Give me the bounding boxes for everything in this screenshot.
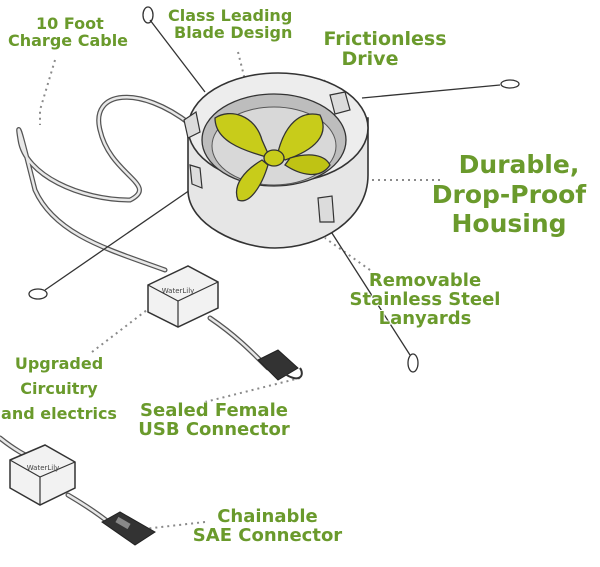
label-circuitry-line1: Upgraded [14, 354, 104, 373]
device-brand-upper: WaterLily [162, 287, 195, 295]
label-frictionless-line2: Drive [341, 47, 399, 70]
leader-usb [204, 377, 301, 403]
label-circuitry: Upgraded Circuitry and electrics [0, 352, 118, 426]
label-frictionless: Frictionless Drive [305, 28, 465, 70]
leader-circuitry [91, 299, 161, 353]
label-sae-line2: SAE Connector [192, 524, 343, 546]
turbine-blades [214, 113, 331, 202]
leader-charge-cable [39, 59, 56, 125]
label-usb-line2: USB Connector [138, 418, 290, 440]
sae-connector [101, 511, 156, 546]
label-usb-line1: Sealed Female [140, 400, 288, 421]
label-circuitry-line2: Circuitry [20, 378, 98, 398]
label-frictionless-line1: Frictionless [323, 28, 447, 50]
label-lanyards-line3: Lanyards [378, 307, 472, 329]
electronics-box-lower: WaterLily [9, 444, 76, 506]
label-housing-line3: Housing [451, 209, 567, 238]
charge-cable [16, 94, 193, 273]
usb-connector [257, 349, 303, 381]
label-circuitry-line3: and electrics [1, 403, 117, 423]
label-sae-line1: Chainable [217, 506, 318, 527]
label-blade-design-line1: Class Leading [168, 6, 293, 25]
lanyards [28, 6, 520, 373]
label-blade-design-line2: Blade Design [174, 22, 293, 42]
leader-lanyards [324, 237, 371, 271]
label-charge-cable-line1: 10 Foot [36, 14, 104, 33]
label-usb: Sealed Female USB Connector [128, 400, 300, 440]
label-blade-design: Class Leading Blade Design [168, 6, 293, 42]
label-lanyards-line2: Stainless Steel [349, 288, 501, 310]
label-lanyards-line1: Removable [368, 270, 482, 291]
label-sae: Chainable SAE Connector [180, 506, 355, 546]
label-housing: Durable, Drop-Proof Housing [420, 150, 598, 239]
device-brand-lower: WaterLily [27, 464, 60, 472]
electronics-box-upper: WaterLily [147, 265, 219, 328]
label-charge-cable: 10 Foot Charge Cable [8, 14, 129, 50]
label-lanyards: Removable Stainless Steel Lanyards [335, 270, 515, 329]
leader-blade-design [237, 51, 251, 101]
label-housing-line2: Drop-Proof [431, 179, 587, 209]
label-charge-cable-line2: Charge Cable [8, 30, 129, 50]
label-housing-line1: Durable, [458, 150, 580, 179]
